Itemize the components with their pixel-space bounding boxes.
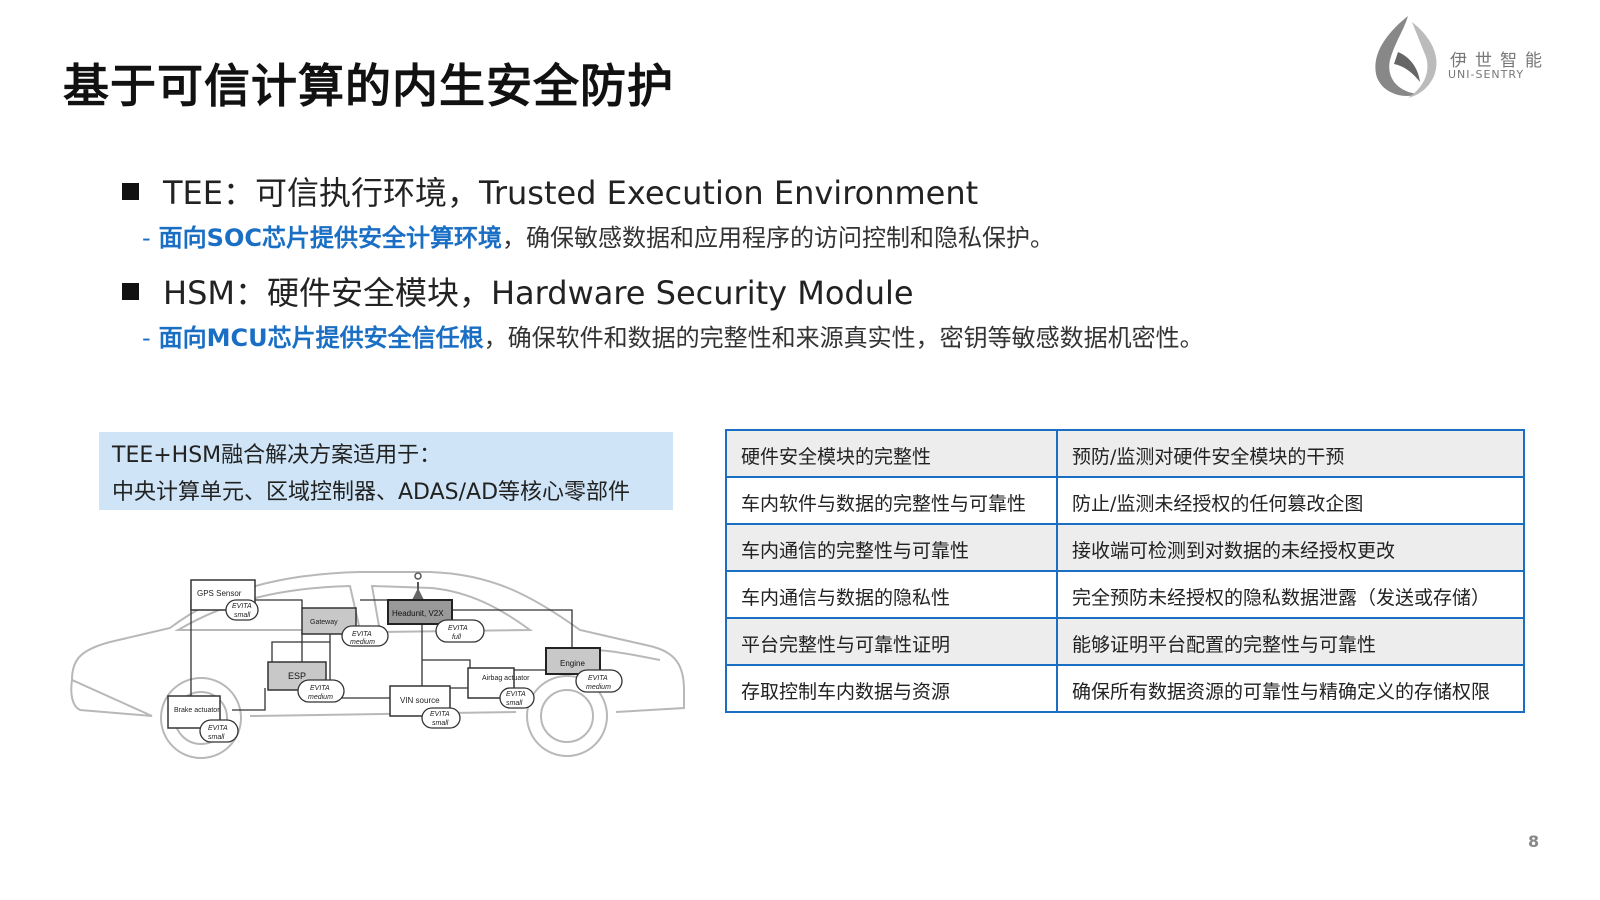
table-cell-requirement: 车内通信与数据的隐私性 xyxy=(725,570,1058,619)
svg-text:medium: medium xyxy=(308,694,333,701)
evita-badge-engine xyxy=(575,669,623,693)
svg-text:EVITA: EVITA xyxy=(448,625,468,632)
antenna-icon xyxy=(412,572,424,600)
logo-cn-text: 伊世智能 xyxy=(1450,51,1550,71)
evita-badge-esp xyxy=(297,679,345,703)
box-engine: Engine xyxy=(545,647,601,675)
svg-text:Brake actuator: Brake actuator xyxy=(174,707,220,714)
svg-text:EVITA: EVITA xyxy=(232,603,252,610)
svg-text:small: small xyxy=(432,720,449,727)
table-cell-requirement: 硬件安全模块的完整性 xyxy=(725,429,1058,478)
bullet-hsm: HSM：硬件安全模块，Hardware Security Module xyxy=(122,268,914,314)
callout-line1: TEE+HSM融合解决方案适用于： xyxy=(112,443,442,468)
table-row: 平台完整性与可靠性证明 能够证明平台配置的完整性与可靠性 xyxy=(725,617,1525,666)
table-row: 车内软件与数据的完整性与可靠性 防止/监测未经授权的任何篡改企图 xyxy=(725,476,1525,525)
logo-mark-icon xyxy=(1375,16,1437,98)
box-headunit: Headunit, V2X xyxy=(387,599,453,625)
svg-text:Headunit, V2X: Headunit, V2X xyxy=(392,609,444,618)
car-outline-icon xyxy=(70,571,685,759)
company-logo: 伊世智能 UNI-SENTRY xyxy=(1368,12,1568,102)
svg-text:Airbag actuator: Airbag actuator xyxy=(482,675,530,682)
bullet-tee: TEE：可信执行环境，Trusted Execution Environment xyxy=(122,168,978,214)
evita-badge-airbag xyxy=(499,687,535,709)
table-cell-description: 防止/监测未经授权的任何篡改企图 xyxy=(1056,476,1525,525)
svg-text:small: small xyxy=(506,700,523,707)
bullet-hsm-text: HSM：硬件安全模块，Hardware Security Module xyxy=(163,274,914,312)
page-title: 基于可信计算的内生安全防护 xyxy=(63,59,674,113)
bullet-square-icon xyxy=(122,282,139,300)
svg-text:VIN source: VIN source xyxy=(400,696,440,705)
table-cell-description: 预防/监测对硬件安全模块的干预 xyxy=(1056,429,1525,478)
svg-text:ESP: ESP xyxy=(288,671,306,681)
svg-text:small: small xyxy=(234,612,251,619)
evita-badge-vin xyxy=(421,707,461,729)
svg-text:EVITA: EVITA xyxy=(352,631,372,638)
svg-text:GPS Sensor: GPS Sensor xyxy=(197,589,242,598)
table-row: 车内通信的完整性与可靠性 接收端可检测到对数据的未经授权更改 xyxy=(725,523,1525,572)
logo-en-text: UNI-SENTRY xyxy=(1448,68,1525,81)
sub-hsm-highlight: 面向MCU芯片提供安全信任根 xyxy=(158,324,484,352)
svg-text:medium: medium xyxy=(350,639,375,646)
table-cell-description: 能够证明平台配置的完整性与可靠性 xyxy=(1056,617,1525,666)
table-cell-requirement: 车内通信的完整性与可靠性 xyxy=(725,523,1058,572)
dash-marker: - xyxy=(142,224,151,252)
svg-text:Gateway: Gateway xyxy=(310,619,338,626)
security-requirements-table: 硬件安全模块的完整性 预防/监测对硬件安全模块的干预 车内软件与数据的完整性与可… xyxy=(725,429,1525,713)
svg-text:EVITA: EVITA xyxy=(430,711,450,718)
svg-text:medium: medium xyxy=(586,684,611,691)
svg-text:Engine: Engine xyxy=(560,659,585,668)
svg-text:EVITA: EVITA xyxy=(310,685,330,692)
evita-badge-headunit xyxy=(435,619,485,643)
svg-text:EVITA: EVITA xyxy=(208,725,228,732)
sub-tee-rest: ，确保敏感数据和应用程序的访问控制和隐私保护。 xyxy=(501,224,1054,252)
table-row: 车内通信与数据的隐私性 完全预防未经授权的隐私数据泄露（发送或存储） xyxy=(725,570,1525,619)
table-cell-requirement: 存取控制车内数据与资源 xyxy=(725,664,1058,713)
callout-box: TEE+HSM融合解决方案适用于： 中央计算单元、区域控制器、ADAS/AD等核… xyxy=(99,432,673,510)
sub-tee: -面向SOC芯片提供安全计算环境，确保敏感数据和应用程序的访问控制和隐私保护。 xyxy=(142,218,1054,253)
bullet-tee-text: TEE：可信执行环境，Trusted Execution Environment xyxy=(163,174,979,212)
table-row: 硬件安全模块的完整性 预防/监测对硬件安全模块的干预 xyxy=(725,429,1525,478)
sub-hsm-rest: ，确保软件和数据的完整性和来源真实性，密钥等敏感数据机密性。 xyxy=(483,324,1204,352)
evita-badge-gateway xyxy=(341,625,389,647)
table-row: 存取控制车内数据与资源 确保所有数据资源的可靠性与精确定义的存储权限 xyxy=(725,664,1525,713)
car-architecture-diagram: GPS Sensor Gateway Headunit, V2X ESP Air… xyxy=(60,560,690,770)
table-cell-description: 完全预防未经授权的隐私数据泄露（发送或存储） xyxy=(1056,570,1525,619)
table-cell-description: 接收端可检测到对数据的未经授权更改 xyxy=(1056,523,1525,572)
sub-tee-highlight: 面向SOC芯片提供安全计算环境 xyxy=(158,224,502,252)
page-number: 8 xyxy=(1528,832,1540,851)
evita-badge-brake xyxy=(199,719,239,743)
svg-text:small: small xyxy=(208,734,225,741)
bullet-square-icon xyxy=(122,182,139,200)
callout-line2: 中央计算单元、区域控制器、ADAS/AD等核心零部件 xyxy=(112,480,631,505)
table-cell-description: 确保所有数据资源的可靠性与精确定义的存储权限 xyxy=(1056,664,1525,713)
svg-text:EVITA: EVITA xyxy=(588,675,608,682)
dash-marker: - xyxy=(142,324,151,352)
sub-hsm: -面向MCU芯片提供安全信任根，确保软件和数据的完整性和来源真实性，密钥等敏感数… xyxy=(142,318,1204,353)
svg-text:EVITA: EVITA xyxy=(506,691,526,698)
evita-badge-gps xyxy=(225,599,259,621)
svg-text:full: full xyxy=(452,634,461,641)
table-cell-requirement: 车内软件与数据的完整性与可靠性 xyxy=(725,476,1058,525)
table-cell-requirement: 平台完整性与可靠性证明 xyxy=(725,617,1058,666)
